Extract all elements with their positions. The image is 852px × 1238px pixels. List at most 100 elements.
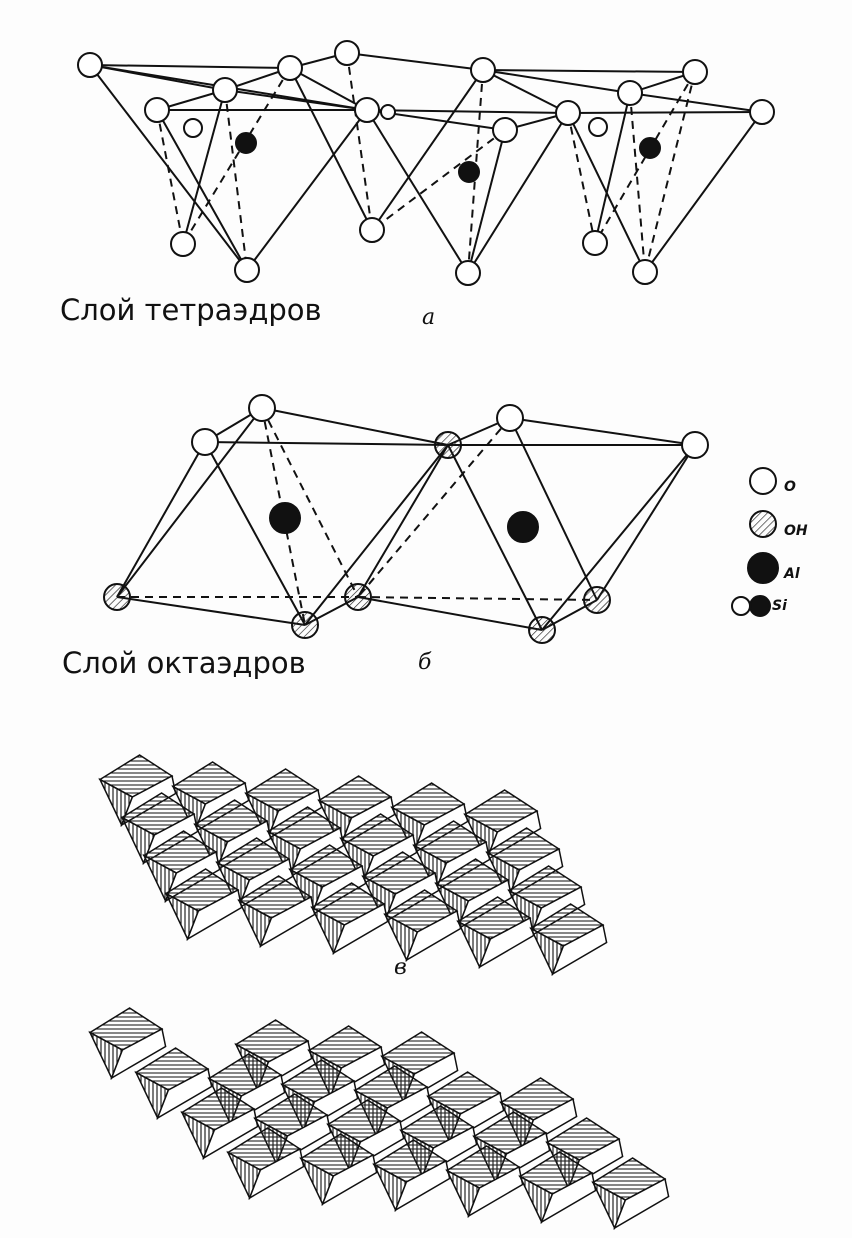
bond-line (482, 69, 696, 73)
aluminium-atom (269, 502, 301, 534)
bond-line (304, 444, 449, 626)
oxygen-atom (681, 431, 709, 459)
oxygen-atom (496, 404, 524, 432)
legend-label-al: Al (784, 566, 800, 582)
oxygen-atom (144, 97, 170, 123)
legend-silicon-filled-symbol (749, 595, 771, 617)
polyhedron-front-face (156, 1067, 213, 1120)
hydroxyl-group (528, 616, 556, 644)
figure-a-label: а (422, 305, 436, 330)
legend-hydroxyl-symbol (749, 510, 777, 538)
figure-c-label: в (394, 955, 407, 980)
bond-line (261, 407, 306, 626)
bond-line (346, 52, 484, 71)
bond-line (596, 444, 696, 601)
bond-line (594, 92, 631, 244)
bond-line (89, 64, 291, 69)
oxygen-atom (248, 394, 276, 422)
polyhedron-front-face (467, 1165, 524, 1218)
oxygen-atom (334, 40, 360, 66)
oxygen-atom (682, 59, 708, 85)
silicon-atom-open (183, 118, 203, 138)
tetrahedral-sheet-polyhedra (88, 1007, 670, 1230)
hydroxyl-group (103, 583, 131, 611)
bond-line (541, 444, 696, 631)
bond-line (357, 417, 511, 598)
oxygen-atom (170, 231, 196, 257)
bond-line (346, 52, 373, 231)
bond-line (204, 441, 306, 626)
bond-line (116, 407, 263, 598)
bond-line (467, 129, 506, 274)
bond-line (371, 129, 506, 231)
oxygen-atom (470, 57, 496, 83)
oxygen-atom (617, 80, 643, 106)
tetrahedra-layer-diagram (77, 40, 775, 286)
bond-line (156, 109, 184, 245)
hydroxyl-group (434, 431, 462, 459)
oxygen-atom (277, 55, 303, 81)
bond-line (366, 109, 469, 274)
bond-line (246, 109, 368, 271)
bond-line (482, 69, 569, 114)
octahedra-layer-diagram (103, 394, 709, 644)
oxygen-atom (77, 52, 103, 78)
oxygen-atom (492, 117, 518, 143)
polyhedron-front-face (110, 1027, 167, 1080)
aluminium-atom (507, 511, 539, 543)
oxygen-atom (191, 428, 219, 456)
silicon-atom (458, 161, 480, 183)
oxygen-atom (582, 230, 608, 256)
bond-line (116, 441, 206, 598)
polyhedron-front-face (540, 1171, 597, 1224)
bond-line (182, 89, 226, 245)
oxygen-atom (212, 77, 238, 103)
bond-line (467, 112, 569, 274)
bond-line (357, 596, 598, 601)
silicon-atom (235, 132, 257, 154)
bond-line (224, 89, 248, 271)
bond-line (509, 417, 696, 446)
oxygen-atom (632, 259, 658, 285)
legend-label-o: O (784, 479, 796, 495)
bond-line (261, 407, 449, 446)
polyhedron-front-face (551, 923, 608, 976)
legend-silicon-open-symbol (731, 596, 751, 616)
legend-label-oh: OH (784, 523, 808, 539)
polyhedron-front-face (321, 1153, 378, 1206)
bond-line (204, 441, 449, 446)
legend-label-si: Si (772, 598, 787, 614)
octahedra-layer-label: Слой октаэдров (62, 646, 306, 680)
bond-line (116, 596, 306, 626)
bond-line (182, 67, 291, 245)
legend-symbols (731, 467, 779, 617)
bond-line (357, 444, 449, 598)
polyhedron-front-face (613, 1177, 670, 1230)
oxygen-atom (380, 104, 396, 120)
bond-line (509, 417, 598, 601)
silicon-atom (639, 137, 661, 159)
hydroxyl-group (583, 586, 611, 614)
bond-line (371, 69, 484, 231)
polyhedron-front-face (394, 1159, 451, 1212)
bond-line (366, 109, 569, 114)
bond-line (567, 111, 763, 114)
figure-b-label: б (418, 650, 432, 675)
bond-line (644, 71, 696, 273)
oxygen-atom (749, 99, 775, 125)
oxygen-atom (455, 260, 481, 286)
oxygen-atom (234, 257, 260, 283)
bond-line (289, 67, 373, 231)
bond-line (289, 67, 368, 111)
bond-line (644, 111, 763, 273)
legend-aluminium-symbol (747, 552, 779, 584)
bond-line (156, 109, 248, 271)
hydroxyl-group (344, 583, 372, 611)
bond-line (261, 407, 359, 598)
tetrahedra-layer-label: Слой тетраэдров (60, 293, 322, 327)
bond-line (629, 92, 646, 273)
bond-line (224, 89, 368, 111)
bond-line (357, 596, 543, 631)
